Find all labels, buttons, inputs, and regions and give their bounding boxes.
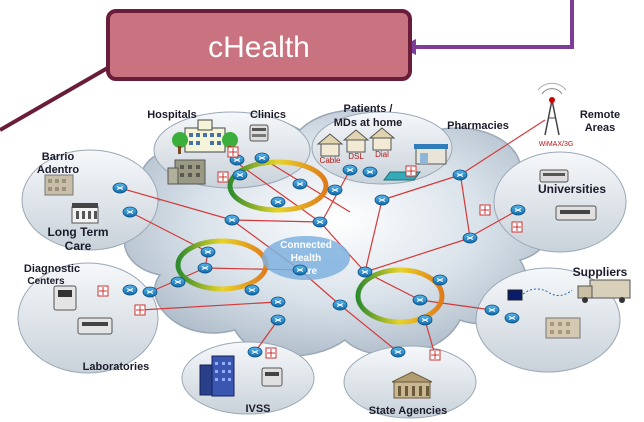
router-icon	[462, 232, 478, 244]
router-icon	[327, 184, 343, 196]
router-icon	[224, 214, 240, 226]
label-remote-line1: Remote	[580, 109, 620, 121]
router-icon	[292, 264, 308, 276]
firewall-icon	[511, 221, 523, 233]
router-icon	[200, 246, 216, 258]
router-icon	[270, 196, 286, 208]
router-icon	[142, 286, 158, 298]
firewall-icon	[134, 304, 146, 316]
sub-label-dial: Dial	[375, 150, 389, 159]
label-suppliers: Suppliers	[573, 265, 628, 279]
router-icon	[390, 346, 406, 358]
router-icon	[270, 314, 286, 326]
router-icon	[270, 296, 286, 308]
hospital-building-icon	[172, 119, 238, 154]
firewall-icon	[405, 165, 417, 177]
left-connector-line	[0, 60, 119, 132]
router-icon	[504, 312, 520, 324]
cloud-label-line2: Health	[291, 253, 322, 264]
firewall-icons	[97, 146, 523, 361]
center-hub: Connected Health Care	[262, 236, 350, 280]
label-barrio-line2: Adentro	[37, 164, 79, 176]
supplier-truck-icon	[577, 279, 631, 303]
radio-tower-icon	[537, 82, 567, 136]
router-icon	[197, 262, 213, 274]
clinic-server-icon	[249, 124, 269, 142]
label-pharmacies: Pharmacies	[447, 120, 509, 132]
label-longterm-line1: Long Term	[47, 225, 108, 239]
longterm-building-icon	[71, 203, 99, 224]
firewall-icon	[265, 347, 277, 359]
label-patients-line2: MDs at home	[334, 117, 402, 129]
router-icon	[452, 169, 468, 181]
barrio-building-icon	[44, 174, 74, 196]
pharmacy-store-icon	[414, 144, 448, 165]
label-laboratories: Laboratories	[83, 361, 150, 373]
ivss-server-icon	[261, 367, 283, 387]
router-icon	[510, 204, 526, 216]
router-icon	[122, 284, 138, 296]
router-icon	[292, 178, 308, 190]
label-patients-line1: Patients /	[344, 103, 393, 115]
router-icon	[122, 206, 138, 218]
sub-label-cable: Cable	[320, 156, 341, 165]
label-ivss: IVSS	[245, 403, 270, 415]
label-diagnostic-line2: Centers	[27, 276, 65, 287]
label-hospitals: Hospitals	[147, 109, 197, 121]
ring-top	[227, 159, 329, 213]
router-icon	[112, 182, 128, 194]
router-icon	[342, 164, 358, 176]
label-state-agencies: State Agencies	[369, 405, 447, 417]
clinic-building-icon	[167, 159, 206, 185]
house-icon-dsl	[342, 129, 370, 153]
supplier-device-icon	[507, 288, 573, 301]
title-text: cHealth	[208, 31, 310, 64]
router-icon	[362, 166, 378, 178]
router-icon	[432, 274, 448, 286]
university-server-icon	[539, 169, 597, 221]
router-icon	[484, 304, 500, 316]
router-icon	[232, 169, 248, 181]
ring-right	[355, 267, 445, 325]
firewall-icon	[429, 349, 441, 361]
router-icon	[312, 216, 328, 228]
router-icon	[170, 276, 186, 288]
router-icon	[247, 346, 263, 358]
firewall-icon	[97, 285, 109, 297]
router-icon	[417, 314, 433, 326]
firewall-icon	[227, 146, 239, 158]
label-barrio-line1: Barrio	[42, 151, 75, 163]
network-links	[119, 119, 546, 356]
house-icon-dial	[368, 127, 396, 151]
diagnostic-device-icon	[53, 285, 113, 335]
cloud-label-line1: Connected	[280, 240, 332, 251]
supplier-building-icon	[545, 317, 581, 339]
sub-label-dsl: DSL	[348, 152, 364, 161]
router-icon	[374, 194, 390, 206]
router-icon	[412, 294, 428, 306]
label-clinics: Clinics	[250, 109, 286, 121]
label-remote-line2: Areas	[585, 122, 616, 134]
ivss-building-icon	[199, 355, 235, 397]
ellipse-universities	[493, 151, 627, 253]
state-building-icon	[391, 371, 433, 399]
entity-icons	[44, 82, 631, 399]
label-diagnostic-line1: Diagnostic	[24, 263, 80, 275]
router-icon	[244, 284, 260, 296]
title-box: cHealth	[106, 9, 412, 81]
label-universities: Universities	[538, 182, 606, 196]
entity-labels: Hospitals Clinics Patients / MDs at home…	[24, 103, 628, 417]
firewall-icon	[217, 171, 229, 183]
house-icon-cable	[316, 133, 344, 157]
router-icon	[332, 299, 348, 311]
right-connector-line	[412, 0, 574, 49]
sub-labels: Cable DSL Dial WiMAX/3G	[320, 141, 574, 165]
router-icon	[254, 152, 270, 164]
sub-label-wimax: WiMAX/3G	[539, 141, 574, 148]
router-icon	[357, 266, 373, 278]
firewall-icon	[479, 204, 491, 216]
label-longterm-line2: Care	[65, 239, 92, 253]
